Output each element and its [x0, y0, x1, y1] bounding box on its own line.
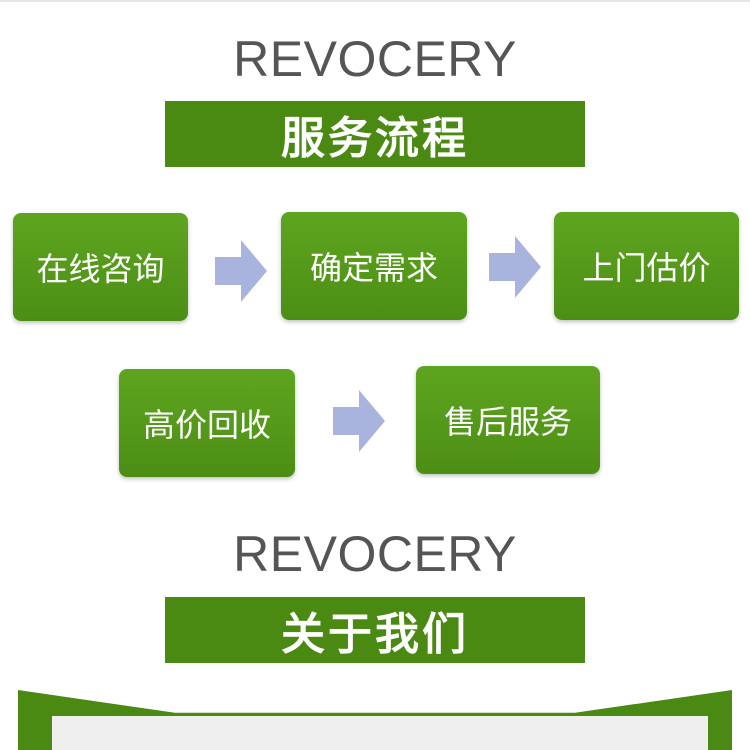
step-after-sales: 售后服务 [416, 366, 600, 474]
about-us-banner: 关于我们 [165, 597, 585, 663]
brand-title: REVOCERY [233, 31, 517, 87]
arrow-right-icon [489, 236, 541, 298]
arrow-right-icon [215, 240, 267, 302]
step-confirm-needs: 确定需求 [281, 212, 467, 320]
arrow-right-icon [333, 390, 385, 452]
service-process-banner: 服务流程 [165, 101, 585, 167]
step-high-price-recycle: 高价回收 [119, 369, 295, 477]
top-divider [0, 0, 750, 2]
step-online-consult: 在线咨询 [13, 213, 188, 321]
step-onsite-valuation: 上门估价 [554, 212, 739, 320]
about-content-panel [52, 716, 708, 750]
about-brand-title: REVOCERY [233, 526, 517, 582]
